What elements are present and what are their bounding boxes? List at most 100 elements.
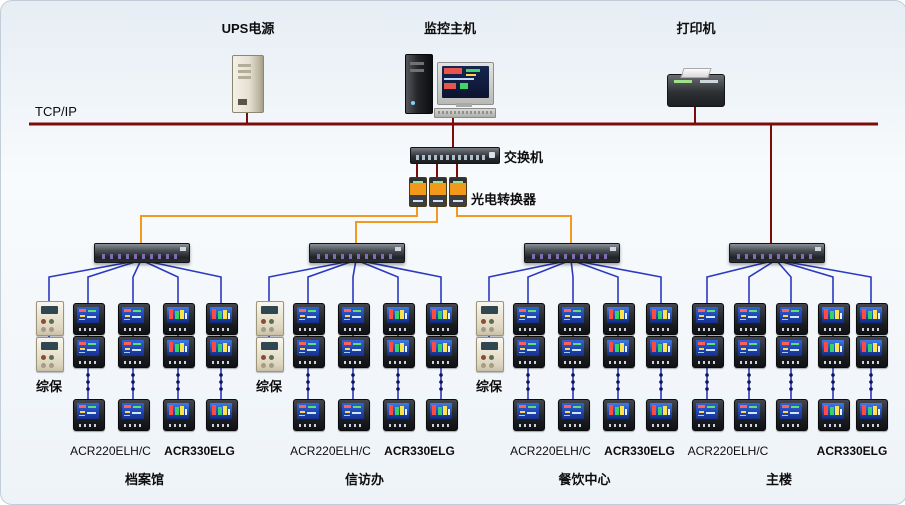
host-label: 监控主机 <box>423 21 476 36</box>
power-meter <box>206 399 238 431</box>
rs485-line <box>355 259 442 414</box>
power-meter <box>293 399 325 431</box>
meter-screen <box>822 403 844 419</box>
power-meter <box>73 399 105 431</box>
protection-relay <box>256 301 284 336</box>
meter-screen <box>430 403 452 419</box>
ellipsis-dot <box>176 387 180 391</box>
meter-screen <box>738 403 760 419</box>
meter-screen <box>297 340 319 356</box>
power-meter <box>558 399 590 431</box>
power-meter <box>338 303 370 335</box>
ellipsis-dot <box>869 380 873 384</box>
rs485-line <box>140 259 222 414</box>
ellipsis-dot <box>705 387 709 391</box>
meter-screen <box>387 340 409 356</box>
ellipsis-dot <box>571 373 575 377</box>
power-meter <box>646 399 678 431</box>
power-meter <box>776 399 808 431</box>
meter-screen <box>650 403 672 419</box>
meter-screen <box>860 340 882 356</box>
power-meter <box>513 303 545 335</box>
power-meter <box>692 303 724 335</box>
meter-screen <box>860 403 882 419</box>
group-name-label: 主楼 <box>765 472 792 487</box>
power-meter <box>603 303 635 335</box>
rs485-line <box>355 259 399 414</box>
ellipsis-dot <box>831 380 835 384</box>
meter-screen <box>738 340 760 356</box>
meter-screen <box>167 340 189 356</box>
ellipsis-dot <box>616 380 620 384</box>
meter-screen <box>77 307 99 323</box>
power-meter <box>206 336 238 368</box>
ellipsis-dot <box>396 380 400 384</box>
ellipsis-dot <box>396 373 400 377</box>
ups-label: UPS电源 <box>221 21 275 36</box>
power-meter <box>163 336 195 368</box>
power-meter <box>692 336 724 368</box>
meter-screen <box>822 340 844 356</box>
ellipsis-dot <box>571 380 575 384</box>
meter-screen <box>77 403 99 419</box>
meter-screen <box>210 307 232 323</box>
ellipsis-dot <box>86 380 90 384</box>
fiber-converter <box>449 177 467 207</box>
meter-screen <box>430 340 452 356</box>
rs485-line <box>570 259 662 414</box>
fiber-line <box>355 205 438 244</box>
power-meter <box>734 303 766 335</box>
power-meter <box>856 303 888 335</box>
power-meter <box>776 336 808 368</box>
power-meter <box>73 303 105 335</box>
power-meter <box>118 336 150 368</box>
meter-screen <box>780 403 802 419</box>
meter-screen <box>738 307 760 323</box>
network-switch <box>410 147 500 164</box>
ellipsis-dot <box>789 387 793 391</box>
ellipsis-dot <box>526 387 530 391</box>
power-meter <box>338 336 370 368</box>
meter-screen <box>696 307 718 323</box>
meter-screen <box>77 340 99 356</box>
fiber-line <box>140 205 418 244</box>
ellipsis-dot <box>351 387 355 391</box>
meter-screen <box>297 403 319 419</box>
meter-screen <box>780 307 802 323</box>
power-meter <box>338 399 370 431</box>
power-meter <box>426 336 458 368</box>
power-meter <box>646 336 678 368</box>
ellipsis-dot <box>439 387 443 391</box>
power-meter <box>734 399 766 431</box>
ellipsis-dot <box>306 373 310 377</box>
power-meter <box>513 336 545 368</box>
meter-screen <box>387 307 409 323</box>
meter-screen <box>696 403 718 419</box>
meter-screen <box>342 403 364 419</box>
rs485-line <box>570 259 574 414</box>
ellipsis-dot <box>351 373 355 377</box>
meter-screen <box>430 307 452 323</box>
ellipsis-dot <box>789 373 793 377</box>
ellipsis-dot <box>396 387 400 391</box>
rs485-line <box>706 259 777 414</box>
ellipsis-dot <box>747 387 751 391</box>
meter-screen <box>167 307 189 323</box>
rs485-line <box>570 259 619 414</box>
ellipsis-dot <box>659 380 663 384</box>
meter-screen <box>517 403 539 419</box>
ellipsis-dot <box>705 380 709 384</box>
meter-screen <box>517 307 539 323</box>
power-meter <box>206 303 238 335</box>
ellipsis-dot <box>831 387 835 391</box>
meter-screen <box>562 340 584 356</box>
protection-relay <box>476 337 504 372</box>
power-meter <box>383 336 415 368</box>
group-name-label: 餐饮中心 <box>558 472 611 487</box>
relay-label: 综保 <box>475 379 502 394</box>
power-meter <box>426 303 458 335</box>
meter-screen <box>696 340 718 356</box>
power-meter <box>603 399 635 431</box>
